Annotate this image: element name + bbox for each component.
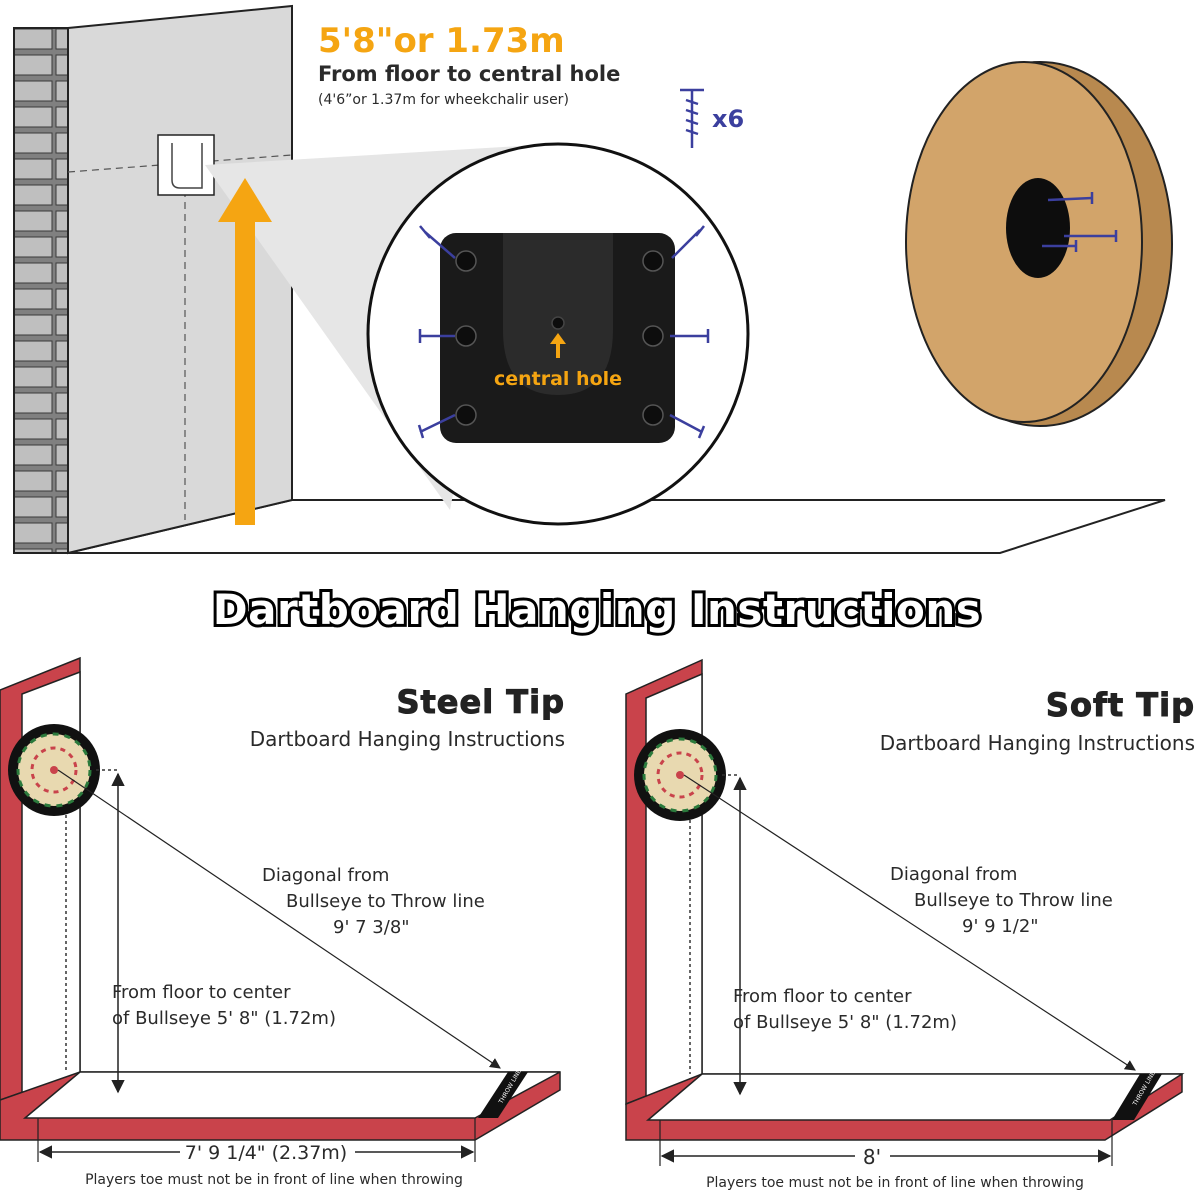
main-title: Dartboard Hanging Instructions bbox=[213, 585, 981, 634]
height-note-label: (4'6”or 1.37m for wheekchalir user) bbox=[318, 92, 569, 108]
steel-subheading: Dartboard Hanging Instructions bbox=[250, 727, 565, 751]
wall-face bbox=[67, 4, 293, 555]
steel-floor-line2: of Bullseye 5' 8" (1.72m) bbox=[112, 1008, 336, 1029]
soft-floor-line1: From floor to center bbox=[733, 986, 912, 1007]
soft-toe-note: Players toe must not be in front of line… bbox=[706, 1175, 1084, 1191]
steel-diag-value: 9' 7 3/8" bbox=[333, 917, 410, 938]
soft-heading: Soft Tip bbox=[1046, 686, 1195, 724]
soft-dartboard-icon bbox=[634, 729, 726, 821]
brick-wall-edge bbox=[13, 27, 69, 554]
dartboard-back bbox=[905, 61, 1173, 427]
steel-throw-line bbox=[478, 1072, 528, 1118]
screw-count-label: x6 bbox=[712, 105, 744, 133]
screw-icon bbox=[680, 88, 704, 148]
steel-heading: Steel Tip bbox=[396, 683, 565, 721]
height-sub-label: From floor to central hole bbox=[318, 62, 620, 86]
zoom-circle: central hole bbox=[366, 142, 750, 526]
steel-dartboard-icon bbox=[8, 724, 100, 816]
steel-tip-panel: Steel Tip Dartboard Hanging Instructions… bbox=[0, 656, 565, 1188]
soft-diag-line1: Diagonal from bbox=[890, 864, 1017, 885]
steel-toe-note: Players toe must not be in front of line… bbox=[85, 1172, 463, 1188]
soft-subheading: Dartboard Hanging Instructions bbox=[880, 731, 1195, 755]
soft-distance-label: 8' bbox=[863, 1145, 881, 1169]
steel-diag-line2: Bullseye to Throw line bbox=[286, 891, 485, 912]
top-scene: central hole 5'8"or 1.73m From floor to … bbox=[13, 4, 1173, 555]
central-hole-label: central hole bbox=[494, 368, 622, 390]
central-hole-arrow bbox=[550, 333, 566, 358]
steel-floor-line1: From floor to center bbox=[112, 982, 291, 1003]
bracket-screws bbox=[417, 225, 710, 439]
steel-distance-label: 7' 9 1/4" (2.37m) bbox=[185, 1142, 347, 1164]
height-arrow bbox=[218, 178, 272, 525]
soft-tip-panel: Soft Tip Dartboard Hanging Instructions … bbox=[625, 658, 1195, 1191]
soft-diag-line2: Bullseye to Throw line bbox=[914, 890, 1113, 911]
height-main-label: 5'8"or 1.73m bbox=[318, 21, 565, 61]
wall-bracket-mini bbox=[157, 134, 215, 196]
bracket-channel bbox=[503, 233, 613, 395]
mounting-holes bbox=[455, 250, 664, 426]
soft-floor-line2: of Bullseye 5' 8" (1.72m) bbox=[733, 1012, 957, 1033]
soft-diag-value: 9' 9 1/2" bbox=[962, 916, 1039, 937]
soft-diagonal-measure bbox=[683, 774, 1136, 1071]
steel-diag-line1: Diagonal from bbox=[262, 865, 389, 886]
soft-throw-line bbox=[1112, 1074, 1162, 1120]
steel-diagonal-measure bbox=[57, 769, 501, 1069]
